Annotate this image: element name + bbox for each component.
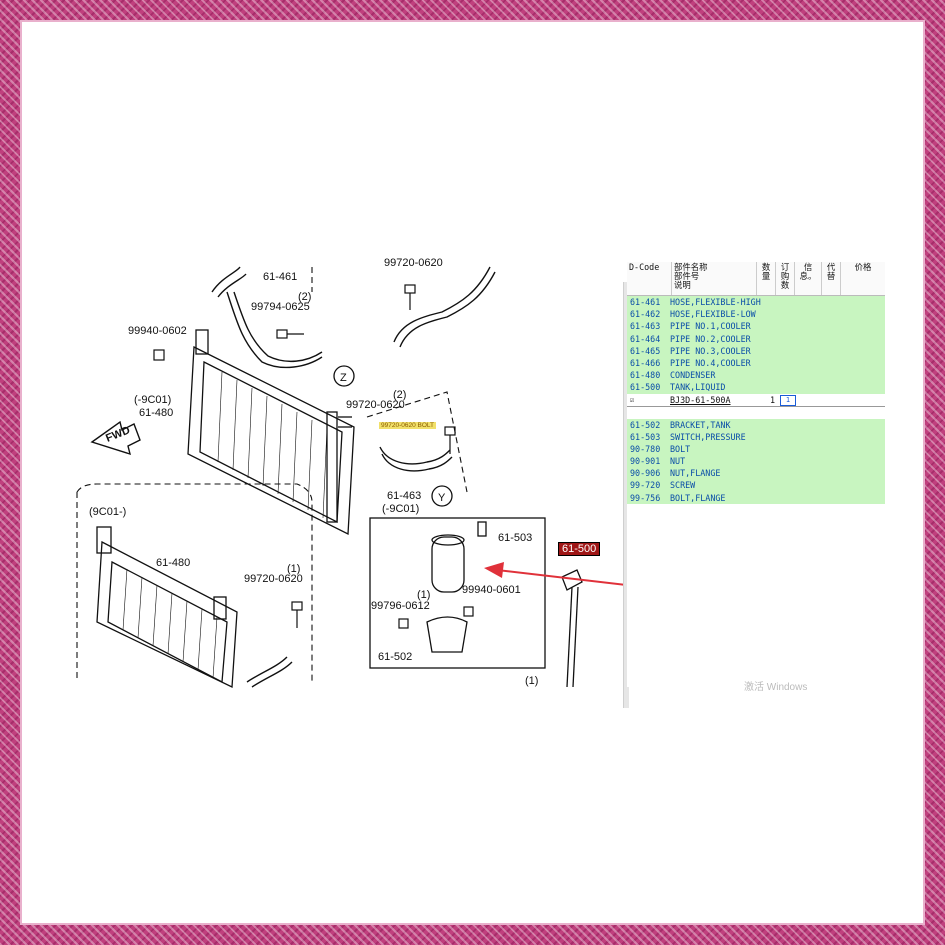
tank-detail-box [369, 517, 583, 688]
circle-markers [333, 365, 453, 507]
part-name: BOLT,FLANGE [670, 492, 726, 503]
label-99720-b: 99720-0620 [346, 399, 405, 411]
part-code: 61-462 [630, 309, 661, 320]
label-9c01-c: (9C01-) [89, 506, 126, 518]
label-9c01-b: (-9C01) [382, 503, 419, 515]
parts-row[interactable]: 90-780 BOLT [627, 443, 885, 455]
part-code: 90-780 [630, 443, 661, 454]
part-code: 61-466 [630, 357, 661, 368]
label-99796: 99796-0612 [371, 600, 430, 612]
header-dcode[interactable]: D-Code [627, 262, 672, 295]
part-code: 61-464 [630, 333, 661, 344]
part-name: NUT [670, 456, 686, 467]
label-qty-99720-c: (1) [287, 563, 300, 575]
label-99720-c: 99720-0620 [244, 573, 303, 585]
part-name: SWITCH,PRESSURE [670, 431, 746, 442]
part-code: 61-461 [630, 297, 661, 307]
order-qty-input[interactable]: 1 [780, 394, 796, 406]
label-61-480-b: 61-480 [156, 557, 190, 569]
selected-part-number: BJ3D-61-500A [670, 394, 731, 405]
part-code: 61-503 [630, 431, 661, 442]
header-sub[interactable]: 代替 [822, 262, 841, 295]
label-qty-99794: (2) [298, 291, 311, 303]
parts-row[interactable]: 61-500 TANK,LIQUID [627, 381, 885, 393]
parts-row[interactable]: 61-462 HOSE,FLEXIBLE-LOW [627, 308, 885, 320]
marker-y: Y [438, 492, 446, 504]
part-code: 61-463 [630, 321, 661, 332]
label-qty-99720-b: (2) [393, 389, 406, 401]
header-order[interactable]: 订购数 [776, 262, 795, 295]
label-61-480-a: 61-480 [139, 407, 173, 419]
part-name: PIPE NO.4,COOLER [670, 357, 751, 368]
condenser-lower [96, 526, 238, 689]
fwd-arrow-icon [90, 420, 141, 456]
header-name[interactable]: 部件名称 部件号 说明 [672, 262, 757, 295]
part-name: TANK,LIQUID [670, 382, 726, 393]
part-code: 61-465 [630, 345, 661, 356]
part-code: 90-901 [630, 456, 661, 467]
parts-diagram: 61-461 99720-0620 (2) 99794-0625 99940-0… [76, 257, 861, 689]
part-code: 61-502 [630, 419, 661, 430]
parts-row[interactable]: 61-466 PIPE NO.4,COOLER [627, 357, 885, 369]
part-tag-61-500[interactable]: 61-500 [558, 542, 601, 556]
header-price[interactable]: 价格 [854, 262, 872, 272]
label-qty-99796: (1) [417, 589, 430, 601]
header-qty[interactable]: 数量 [757, 262, 776, 295]
part-code: 61-500 [630, 382, 661, 393]
parts-row[interactable]: 61-463 PIPE NO.1,COOLER [627, 320, 885, 332]
part-name: PIPE NO.3,COOLER [670, 345, 751, 356]
dashed-leaders [76, 267, 468, 682]
parts-rows-top: 61-461 HOSE,FLEXIBLE-HIGH 61-462 HOSE,FLEXI… [627, 296, 885, 394]
part-name: HOSE,FLEXIBLE-HIGH [670, 297, 761, 307]
header-info[interactable]: 信息。 [795, 262, 822, 295]
panel-scrollbar[interactable] [623, 282, 629, 708]
label-61-503: 61-503 [498, 532, 532, 544]
part-name: BRACKET,TANK [670, 419, 731, 430]
part-code: 99-756 [630, 492, 661, 503]
label-61-463: 61-463 [387, 490, 421, 502]
parts-row[interactable]: 99-720 SCREW [627, 479, 885, 491]
parts-row[interactable]: 90-901 NUT [627, 455, 885, 467]
part-name: CONDENSER [670, 370, 716, 381]
label-61-461: 61-461 [263, 271, 297, 283]
parts-row[interactable]: 90-906 NUT,FLANGE [627, 467, 885, 479]
windows-activation-watermark: 激活 Windows [744, 682, 808, 693]
part-code: 90-906 [630, 468, 661, 479]
selected-qty: 1 [770, 394, 776, 405]
bolts [153, 284, 474, 629]
screenshot-canvas: 61-461 99720-0620 (2) 99794-0625 99940-0… [22, 22, 923, 923]
part-name: NUT,FLANGE [670, 468, 721, 479]
parts-list-panel: D-Code 部件名称 部件号 说明 数量 订购数 信息。 代替 价格 61-4… [627, 262, 885, 687]
label-99940: 99940-0602 [128, 325, 187, 337]
part-name: HOSE,FLEXIBLE-LOW [670, 309, 756, 320]
part-name: BOLT [670, 443, 691, 454]
parts-row[interactable]: 61-502 BRACKET,TANK [627, 419, 885, 431]
marker-z: Z [340, 372, 347, 384]
label-qty-bottom: (1) [525, 675, 538, 687]
parts-row[interactable]: 61-464 PIPE NO.2,COOLER [627, 333, 885, 345]
selected-part-row[interactable]: ☑ BJ3D-61-500A 1 1 [627, 393, 885, 407]
label-99794: 99794-0625 [251, 301, 310, 313]
part-code: 99-720 [630, 480, 661, 491]
label-99940-b: 99940-0601 [462, 584, 521, 596]
parts-list-header: D-Code 部件名称 部件号 说明 数量 订购数 信息。 代替 价格 [627, 262, 885, 296]
label-99720-top: 99720-0620 [384, 257, 443, 269]
bolt-hint-tag: 99720-0620 BOLT [379, 422, 436, 429]
parts-row[interactable]: 99-756 BOLT,FLANGE [627, 492, 885, 504]
part-name: SCREW [670, 480, 696, 491]
parts-row[interactable]: 61-461 HOSE,FLEXIBLE-HIGH [627, 296, 885, 308]
label-61-502: 61-502 [378, 651, 412, 663]
parts-row[interactable]: 61-480 CONDENSER [627, 369, 885, 381]
hoses [211, 266, 496, 688]
part-name: PIPE NO.2,COOLER [670, 333, 751, 344]
parts-row[interactable]: 61-503 SWITCH,PRESSURE [627, 431, 885, 443]
part-name: PIPE NO.1,COOLER [670, 321, 751, 332]
parts-row[interactable]: 61-465 PIPE NO.3,COOLER [627, 345, 885, 357]
checkbox-icon[interactable]: ☑ [630, 395, 635, 404]
spacer [627, 406, 885, 419]
condenser-upper [187, 329, 355, 536]
label-9c01-a: (-9C01) [134, 394, 171, 406]
part-code: 61-480 [630, 370, 661, 381]
